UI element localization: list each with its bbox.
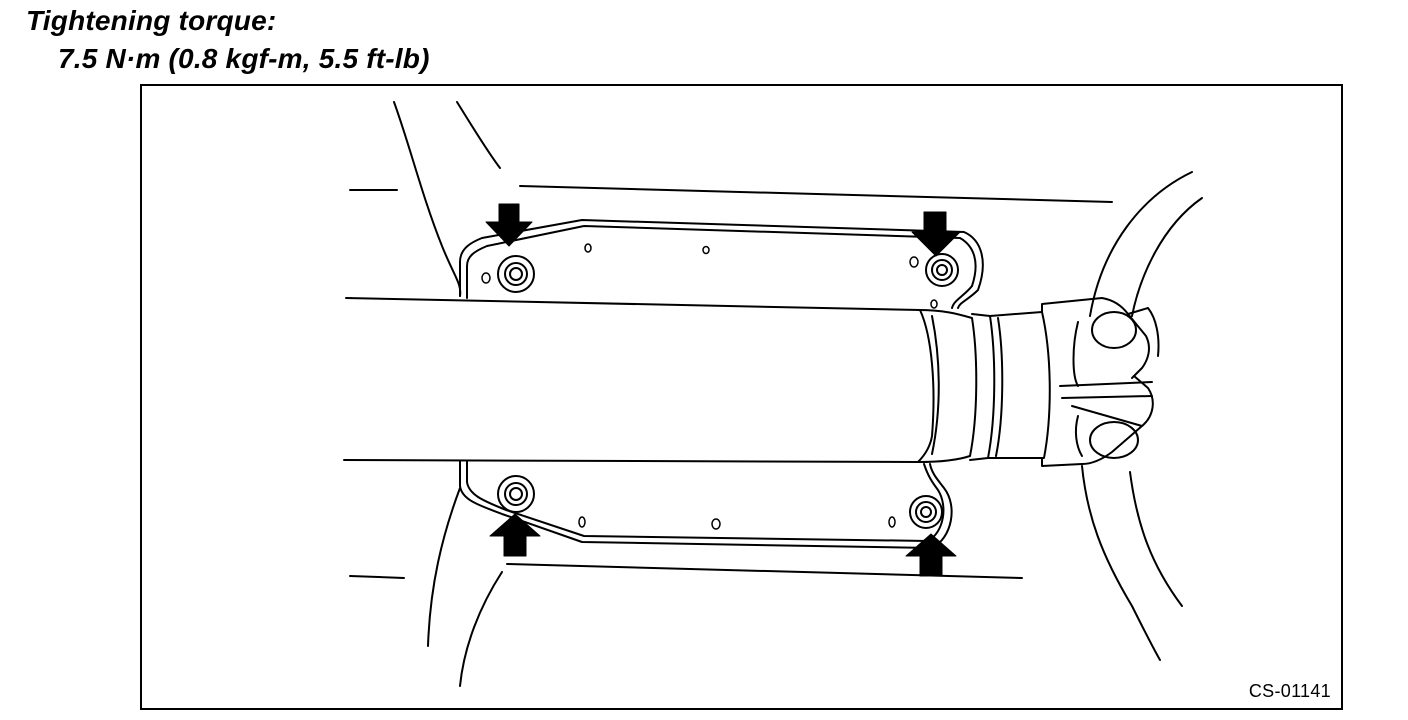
arrow-lower-right <box>905 533 957 577</box>
propeller-shaft <box>343 297 1051 463</box>
bolt-upper-left <box>497 255 535 293</box>
figure-code: CS-01141 <box>1248 681 1331 701</box>
plate-holes <box>481 243 938 530</box>
universal-joint-yoke <box>1041 297 1160 467</box>
bolt-upper-right <box>925 253 959 287</box>
bolt-lower-left <box>497 475 535 513</box>
bolt-lower-right <box>909 495 943 529</box>
propeller-shaft-illustration <box>343 101 1203 687</box>
illustration-frame: CS-01141 <box>140 84 1343 710</box>
body-outline <box>349 101 1203 687</box>
arrow-lower-left <box>489 513 541 557</box>
arrow-upper-left <box>485 203 533 247</box>
bolt-arrows <box>485 203 961 577</box>
torque-title: Tightening torque: <box>26 5 277 36</box>
support-bracket-plate <box>459 219 984 549</box>
torque-value: 7.5 N·m (0.8 kgf-m, 5.5 ft-lb) <box>58 43 430 74</box>
arrow-upper-right <box>911 211 961 257</box>
